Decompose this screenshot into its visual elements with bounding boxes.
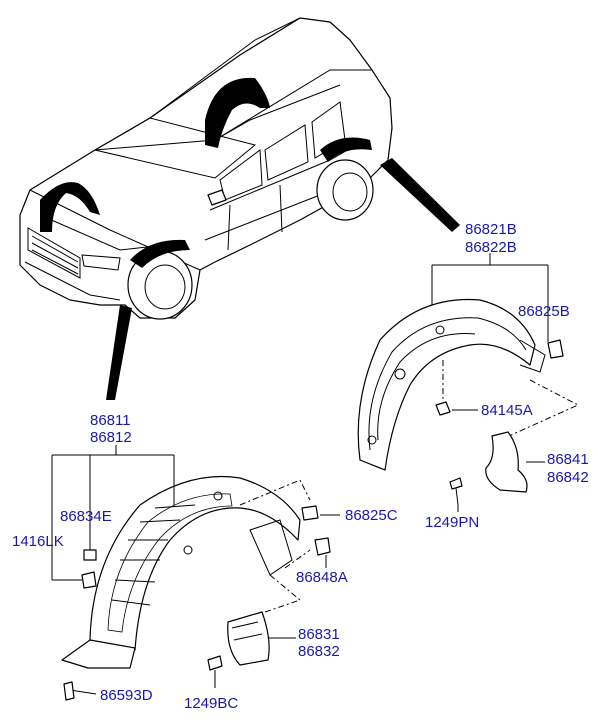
part-labels: 86821B 86822B 86825B 84145A 86841 86842 … [12, 221, 589, 712]
label-84145a: 84145A [481, 402, 533, 419]
label-86811: 86811 [90, 412, 131, 429]
label-86842: 86842 [547, 469, 589, 486]
label-1249bc: 1249BC [184, 695, 238, 712]
label-1416lk: 1416LK [12, 533, 64, 550]
label-1249pn: 1249PN [425, 514, 479, 531]
label-86848a: 86848A [296, 569, 348, 586]
label-86593d: 86593D [100, 687, 153, 704]
vehicle-illustration [19, 17, 460, 400]
front-wheel-guard-assembly [51, 445, 340, 701]
label-86825c: 86825C [345, 507, 398, 524]
label-86822b: 86822B [465, 239, 517, 256]
label-86812: 86812 [90, 429, 132, 446]
label-86831: 86831 [298, 626, 340, 643]
label-86825b: 86825B [518, 303, 570, 320]
label-86821b: 86821B [465, 221, 517, 238]
rear-wheel-guard-assembly [357, 253, 580, 512]
label-86832: 86832 [298, 643, 340, 660]
label-86834e: 86834E [60, 508, 112, 525]
label-86841: 86841 [547, 451, 589, 468]
